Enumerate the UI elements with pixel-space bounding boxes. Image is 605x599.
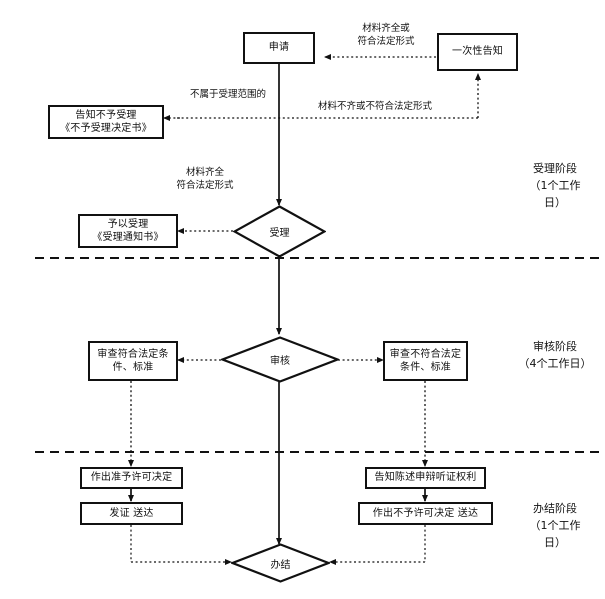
diamond-shape-complete: [231, 543, 330, 583]
node-notify-no-accept[interactable]: 告知不予受理 《不予受理决定书》: [48, 105, 164, 139]
node-make-permit-decision[interactable]: 作出准予许可决定: [80, 467, 183, 489]
node-review-decision[interactable]: 审核: [221, 336, 339, 383]
stage-label-accept: 受理阶段 （1个工作 日）: [529, 162, 581, 210]
edge-label-materials-incomplete: 材料不齐或不符合法定形式: [317, 101, 432, 112]
node-accept-decision[interactable]: 受理: [233, 205, 326, 258]
edge-label-materials-complete-legal: 材料齐全 符合法定形式: [176, 167, 234, 192]
node-review-decision-label: 审核: [270, 356, 290, 367]
node-grant-accept-label: 予以受理 《受理通知书》: [92, 218, 164, 244]
node-review-pass[interactable]: 审查符合法定条 件、标准: [88, 341, 178, 381]
stage-label-review: 审核阶段 （4个工作日）: [518, 340, 592, 371]
diamond-shape-review: [221, 336, 339, 383]
node-review-pass-label: 审查符合法定条 件、标准: [97, 348, 169, 374]
node-one-time-notice-label: 一次性告知: [452, 46, 503, 58]
node-notify-rights[interactable]: 告知陈述申辩听证权利: [365, 467, 486, 489]
node-grant-accept[interactable]: 予以受理 《受理通知书》: [78, 214, 178, 248]
node-apply-label: 申请: [268, 42, 290, 54]
node-notify-rights-label: 告知陈述申辩听证权利: [374, 472, 477, 484]
node-apply[interactable]: 申请: [243, 32, 315, 64]
node-review-fail-label: 审查不符合法定 条件、标准: [389, 348, 462, 374]
node-accept-decision-label: 受理: [269, 228, 290, 239]
node-notify-no-accept-label: 告知不予受理 《不予受理决定书》: [60, 109, 152, 135]
node-complete-decision[interactable]: 办结: [231, 543, 330, 583]
node-make-deny-decision[interactable]: 作出不予许可决定 送达: [358, 502, 493, 525]
node-review-fail[interactable]: 审查不符合法定 条件、标准: [383, 341, 468, 381]
edge-label-materials-complete-or-legal: 材料齐全或 符合法定形式: [357, 23, 415, 48]
node-make-permit-decision-label: 作出准予许可决定: [90, 472, 173, 484]
node-make-deny-decision-label: 作出不予许可决定 送达: [372, 507, 479, 519]
diamond-shape-accept: [233, 205, 326, 258]
node-complete-decision-label: 办结: [270, 559, 291, 571]
edge-label-not-in-scope: 不属于受理范围的: [189, 89, 266, 100]
node-one-time-notice[interactable]: 一次性告知: [437, 33, 518, 71]
node-issue-and-deliver-label: 发证 送达: [109, 507, 154, 519]
stage-label-complete: 办结阶段 （1个工作 日）: [529, 502, 581, 550]
node-issue-and-deliver[interactable]: 发证 送达: [80, 502, 183, 525]
